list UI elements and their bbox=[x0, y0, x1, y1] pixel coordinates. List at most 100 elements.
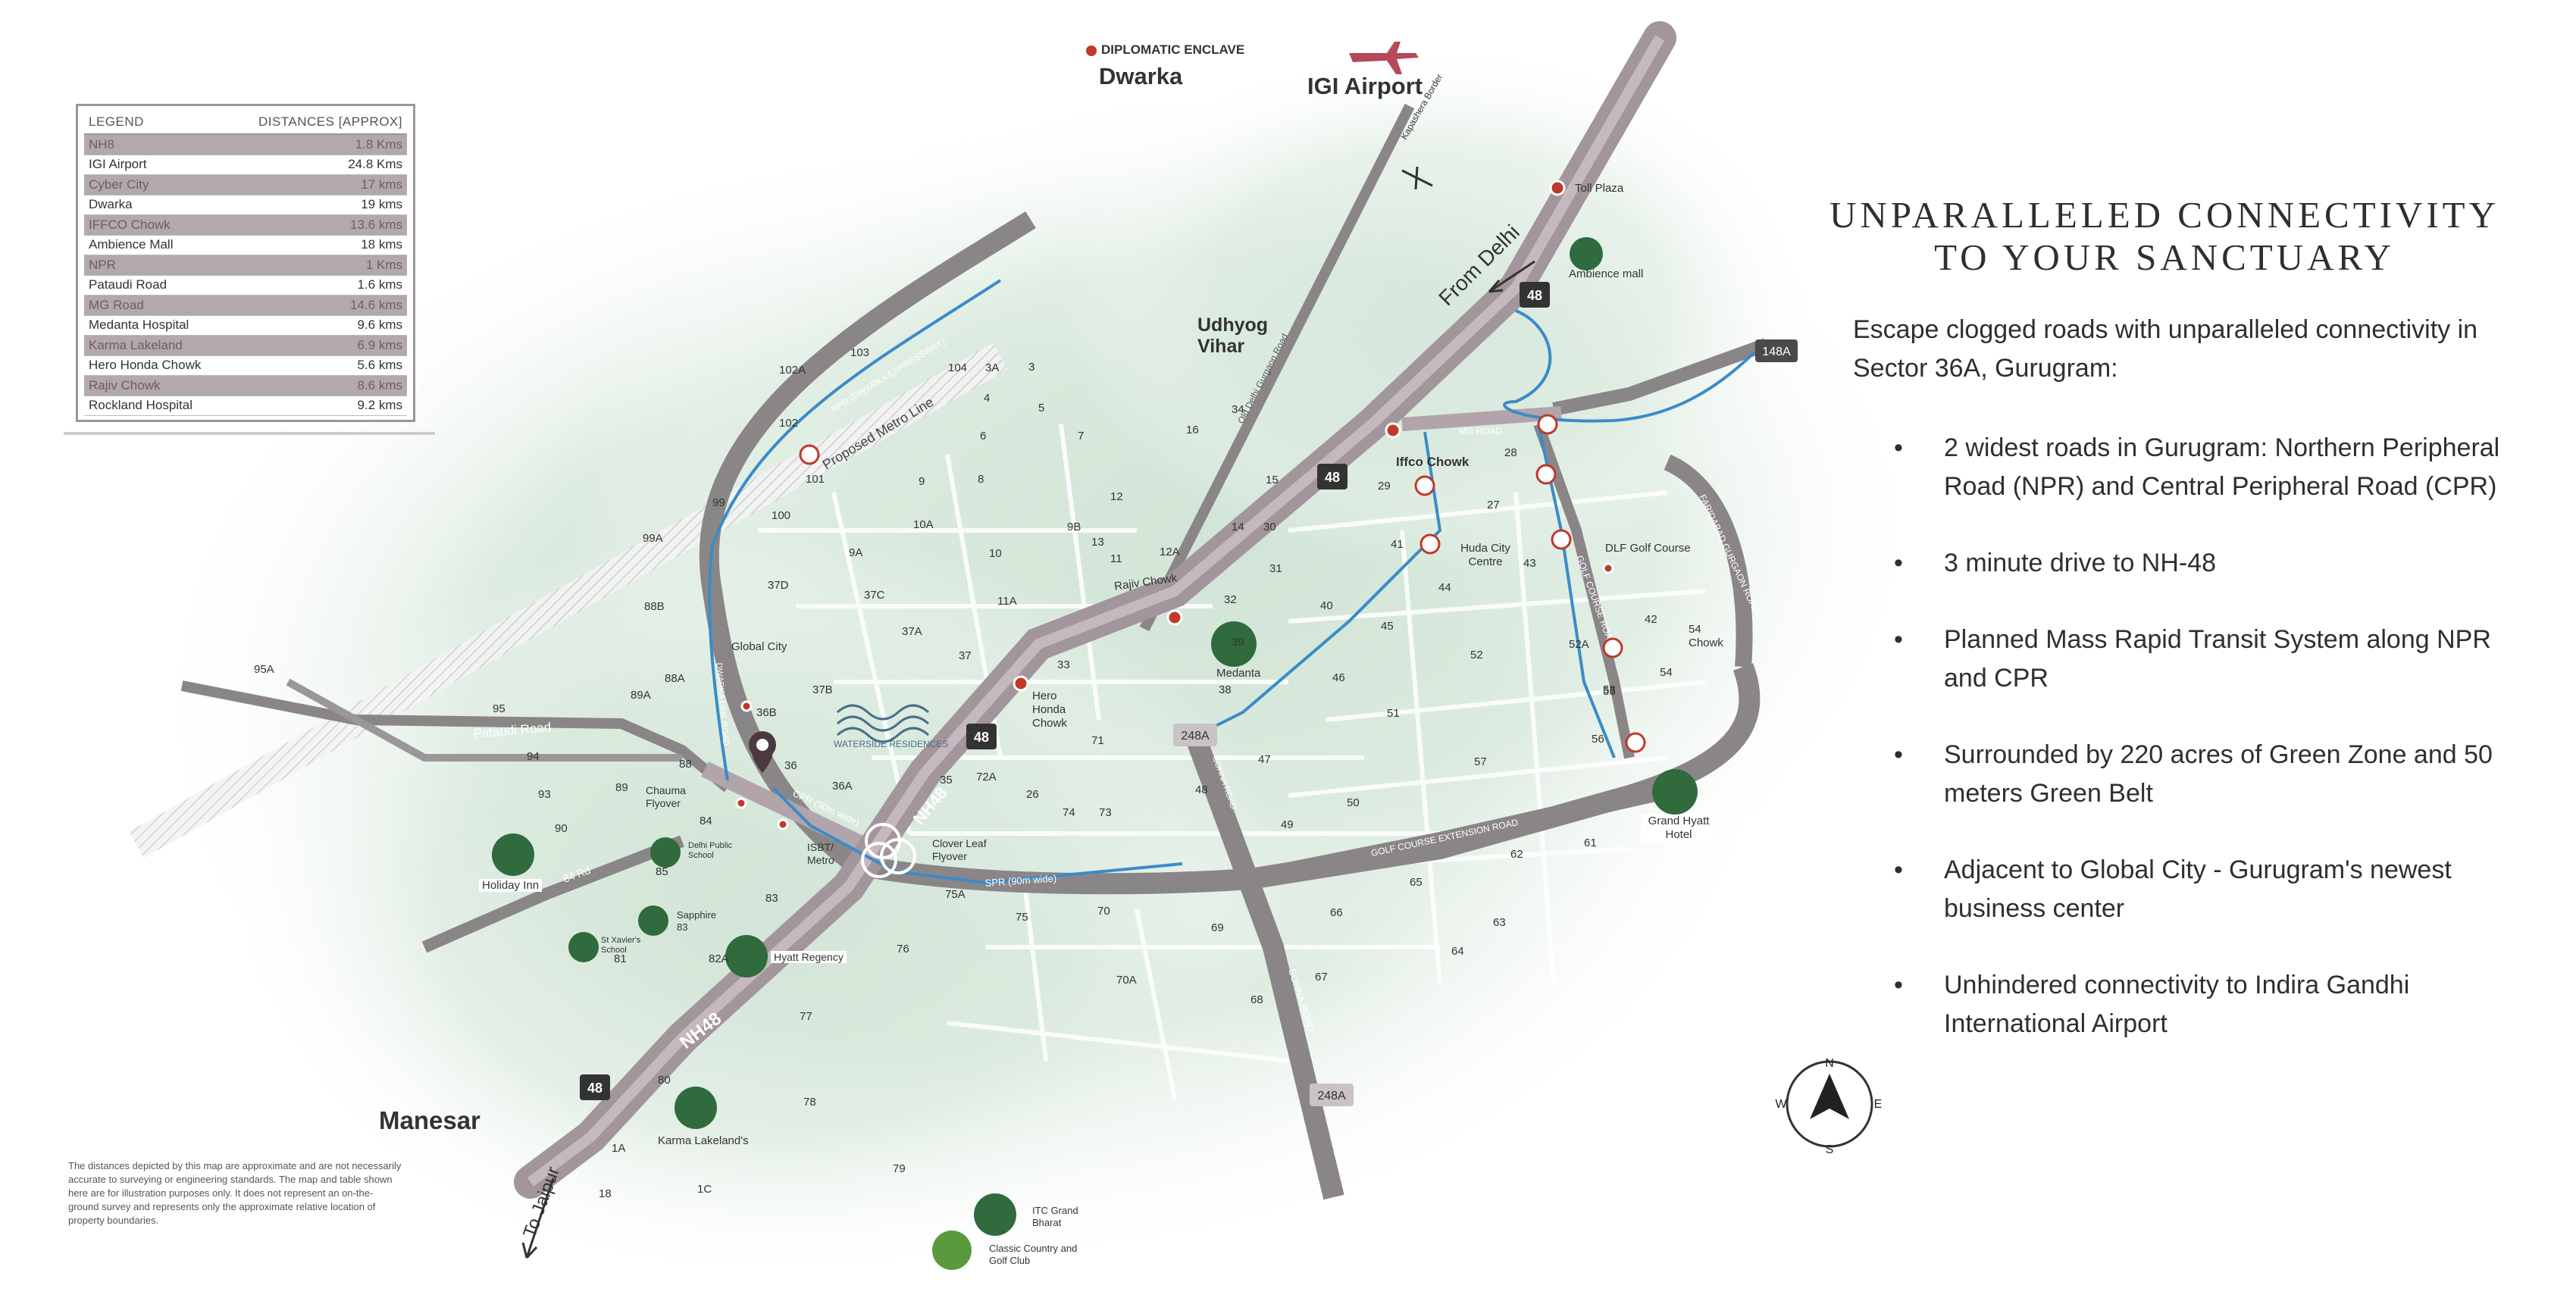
sector-label: 73 bbox=[1099, 806, 1112, 819]
sector-label: 103 bbox=[850, 346, 869, 359]
legend-place-name: IFFCO Chowk bbox=[89, 217, 171, 232]
feature-bullet: •3 minute drive to NH-48 bbox=[1889, 544, 2518, 583]
legend-header-left: LEGEND bbox=[89, 114, 144, 129]
classic-country-label: Classic Country and Golf Club bbox=[989, 1243, 1078, 1266]
legend-row: Cyber City 17 kms bbox=[84, 175, 407, 195]
sector-label: 16 bbox=[1186, 424, 1199, 436]
feature-bullet-text: Unhindered connectivity to Indira Gandhi… bbox=[1944, 971, 2410, 1038]
compass-e: E bbox=[1874, 1098, 1883, 1111]
to-jaipur-arrow bbox=[521, 1177, 555, 1259]
legend-place-name: Dwarka bbox=[89, 197, 133, 212]
legend-place-name: Rockland Hospital bbox=[89, 398, 193, 413]
sohna-road bbox=[1187, 739, 1344, 1200]
sector-label: 11 bbox=[1110, 552, 1122, 565]
intro-paragraph: Escape clogged roads with unparalleled c… bbox=[1853, 315, 2478, 383]
dlf-golf-course-label: DLF Golf Course bbox=[1605, 542, 1691, 555]
sector-label: 13 bbox=[1091, 536, 1104, 549]
sector-label: 55 bbox=[1603, 685, 1616, 698]
sector-label: 52 bbox=[1470, 649, 1483, 661]
heading-line-2: TO YOUR SANCTUARY bbox=[1934, 236, 2395, 278]
sector-label: 10A bbox=[913, 518, 934, 531]
clover-leaf-label: Clover Leaf Flyover bbox=[932, 837, 987, 862]
udhyog-vihar-label: Udhyog Vihar bbox=[1197, 314, 1269, 357]
shield-48-manesar-text: 48 bbox=[587, 1081, 603, 1096]
legend-header: LEGEND DISTANCES [APPROX] bbox=[84, 111, 407, 135]
bullet-dot: • bbox=[1894, 549, 1903, 577]
chauma-flyover-label: Chauma Flyover bbox=[646, 784, 686, 809]
road-to-manesar bbox=[421, 835, 684, 953]
sector-label: 99A bbox=[643, 532, 663, 545]
spr-label: SPR (90m wide) bbox=[984, 872, 1056, 889]
shield-48-top-text: 48 bbox=[1527, 288, 1542, 303]
legend-place-name: Rajiv Chowk bbox=[89, 377, 161, 392]
legend-distance: 18 kms bbox=[361, 237, 402, 252]
golf-course-extension-road bbox=[1248, 779, 1677, 888]
sector-label: 18 bbox=[599, 1187, 612, 1200]
sector-label: 8 bbox=[978, 473, 984, 486]
metro-station-icons bbox=[799, 414, 1646, 753]
sector-label: 34 bbox=[1232, 403, 1244, 416]
sector-label: 46 bbox=[1332, 671, 1345, 684]
sector-label: 36 bbox=[784, 759, 797, 772]
legend-distance: 9.2 kms bbox=[357, 398, 402, 413]
sector-label: 37D bbox=[768, 579, 789, 592]
sector-label: 76 bbox=[897, 943, 909, 955]
sector-label: 72A bbox=[976, 771, 997, 783]
from-delhi-arrow bbox=[1488, 260, 1535, 293]
sector-label: 9B bbox=[1067, 521, 1081, 533]
kapashera-border-mark bbox=[1401, 166, 1433, 190]
highway-shield-248a-bottom: 248A bbox=[1310, 1084, 1354, 1106]
sector-label: 67 bbox=[1315, 971, 1328, 984]
old-delhi-gurgaon-road bbox=[1139, 103, 1415, 632]
sector-label: 3A bbox=[985, 361, 999, 374]
sector-label: 40 bbox=[1320, 599, 1333, 612]
sector-label: 15 bbox=[1266, 474, 1279, 486]
sector-label: 50 bbox=[1347, 796, 1360, 809]
road-148a bbox=[1552, 338, 1769, 416]
legend-place-name: Ambience Mall bbox=[89, 237, 174, 252]
feature-bullet: •Planned Mass Rapid Transit System along… bbox=[1889, 621, 2518, 698]
sector-label: 14 bbox=[1232, 521, 1244, 533]
sector-label: 36B bbox=[756, 706, 777, 719]
sector-label: 95 bbox=[493, 702, 505, 715]
legend-header-right: DISTANCES [APPROX] bbox=[258, 114, 402, 129]
sector-label: 33 bbox=[1057, 658, 1070, 671]
sector-label: 100 bbox=[772, 509, 790, 522]
legend-place-name: Medanta Hospital bbox=[89, 317, 189, 333]
sector-label: 93 bbox=[538, 788, 551, 801]
legend-distance: 24.8 Kms bbox=[348, 157, 402, 172]
diplomatic-enclave-label: DIPLOMATIC ENCLAVE bbox=[1101, 42, 1245, 57]
sector-label: 3 bbox=[1028, 361, 1034, 374]
sector-label: 102A bbox=[779, 364, 806, 377]
sector-label: 83 bbox=[765, 892, 778, 905]
feature-bullet-text: Surrounded by 220 acres of Green Zone an… bbox=[1944, 740, 2493, 808]
highway-shield-nh48-manesar: 48 bbox=[580, 1074, 610, 1100]
shield-148a-text: 148A bbox=[1762, 346, 1791, 358]
sector-label: 68 bbox=[1250, 993, 1263, 1006]
sector-label: 1C bbox=[697, 1183, 712, 1196]
sector-label: 12A bbox=[1160, 546, 1180, 558]
highway-shield-nh48-top: 48 bbox=[1520, 282, 1550, 308]
sector-label: 94 bbox=[527, 750, 540, 763]
legend-distance: 17 kms bbox=[361, 177, 402, 192]
shield-248a-top-text: 248A bbox=[1181, 730, 1210, 743]
legend-place-name: Cyber City bbox=[89, 177, 149, 192]
legend-distance: 1 Kms bbox=[365, 257, 402, 272]
compass-n: N bbox=[1825, 1057, 1834, 1070]
iffco-chowk-label: Iffco Chowk bbox=[1396, 455, 1470, 469]
highway-shield-148a: 148A bbox=[1755, 339, 1798, 362]
sector-label: 37A bbox=[902, 625, 922, 638]
heading-line-1: UNPARALLELED CONNECTIVITY bbox=[1829, 194, 2499, 236]
mg-road bbox=[1401, 406, 1562, 431]
sector-label: 4 bbox=[984, 392, 990, 405]
disclaimer-text: The distances depicted by this map are a… bbox=[68, 1160, 402, 1226]
compass-rose: N S E W bbox=[1775, 1057, 1882, 1156]
karma-lakelands-label: Karma Lakeland's bbox=[658, 1134, 749, 1147]
holiday-inn-label: Holiday Inn bbox=[479, 879, 543, 892]
legend-row: Ambience Mall 18 kms bbox=[84, 236, 407, 255]
